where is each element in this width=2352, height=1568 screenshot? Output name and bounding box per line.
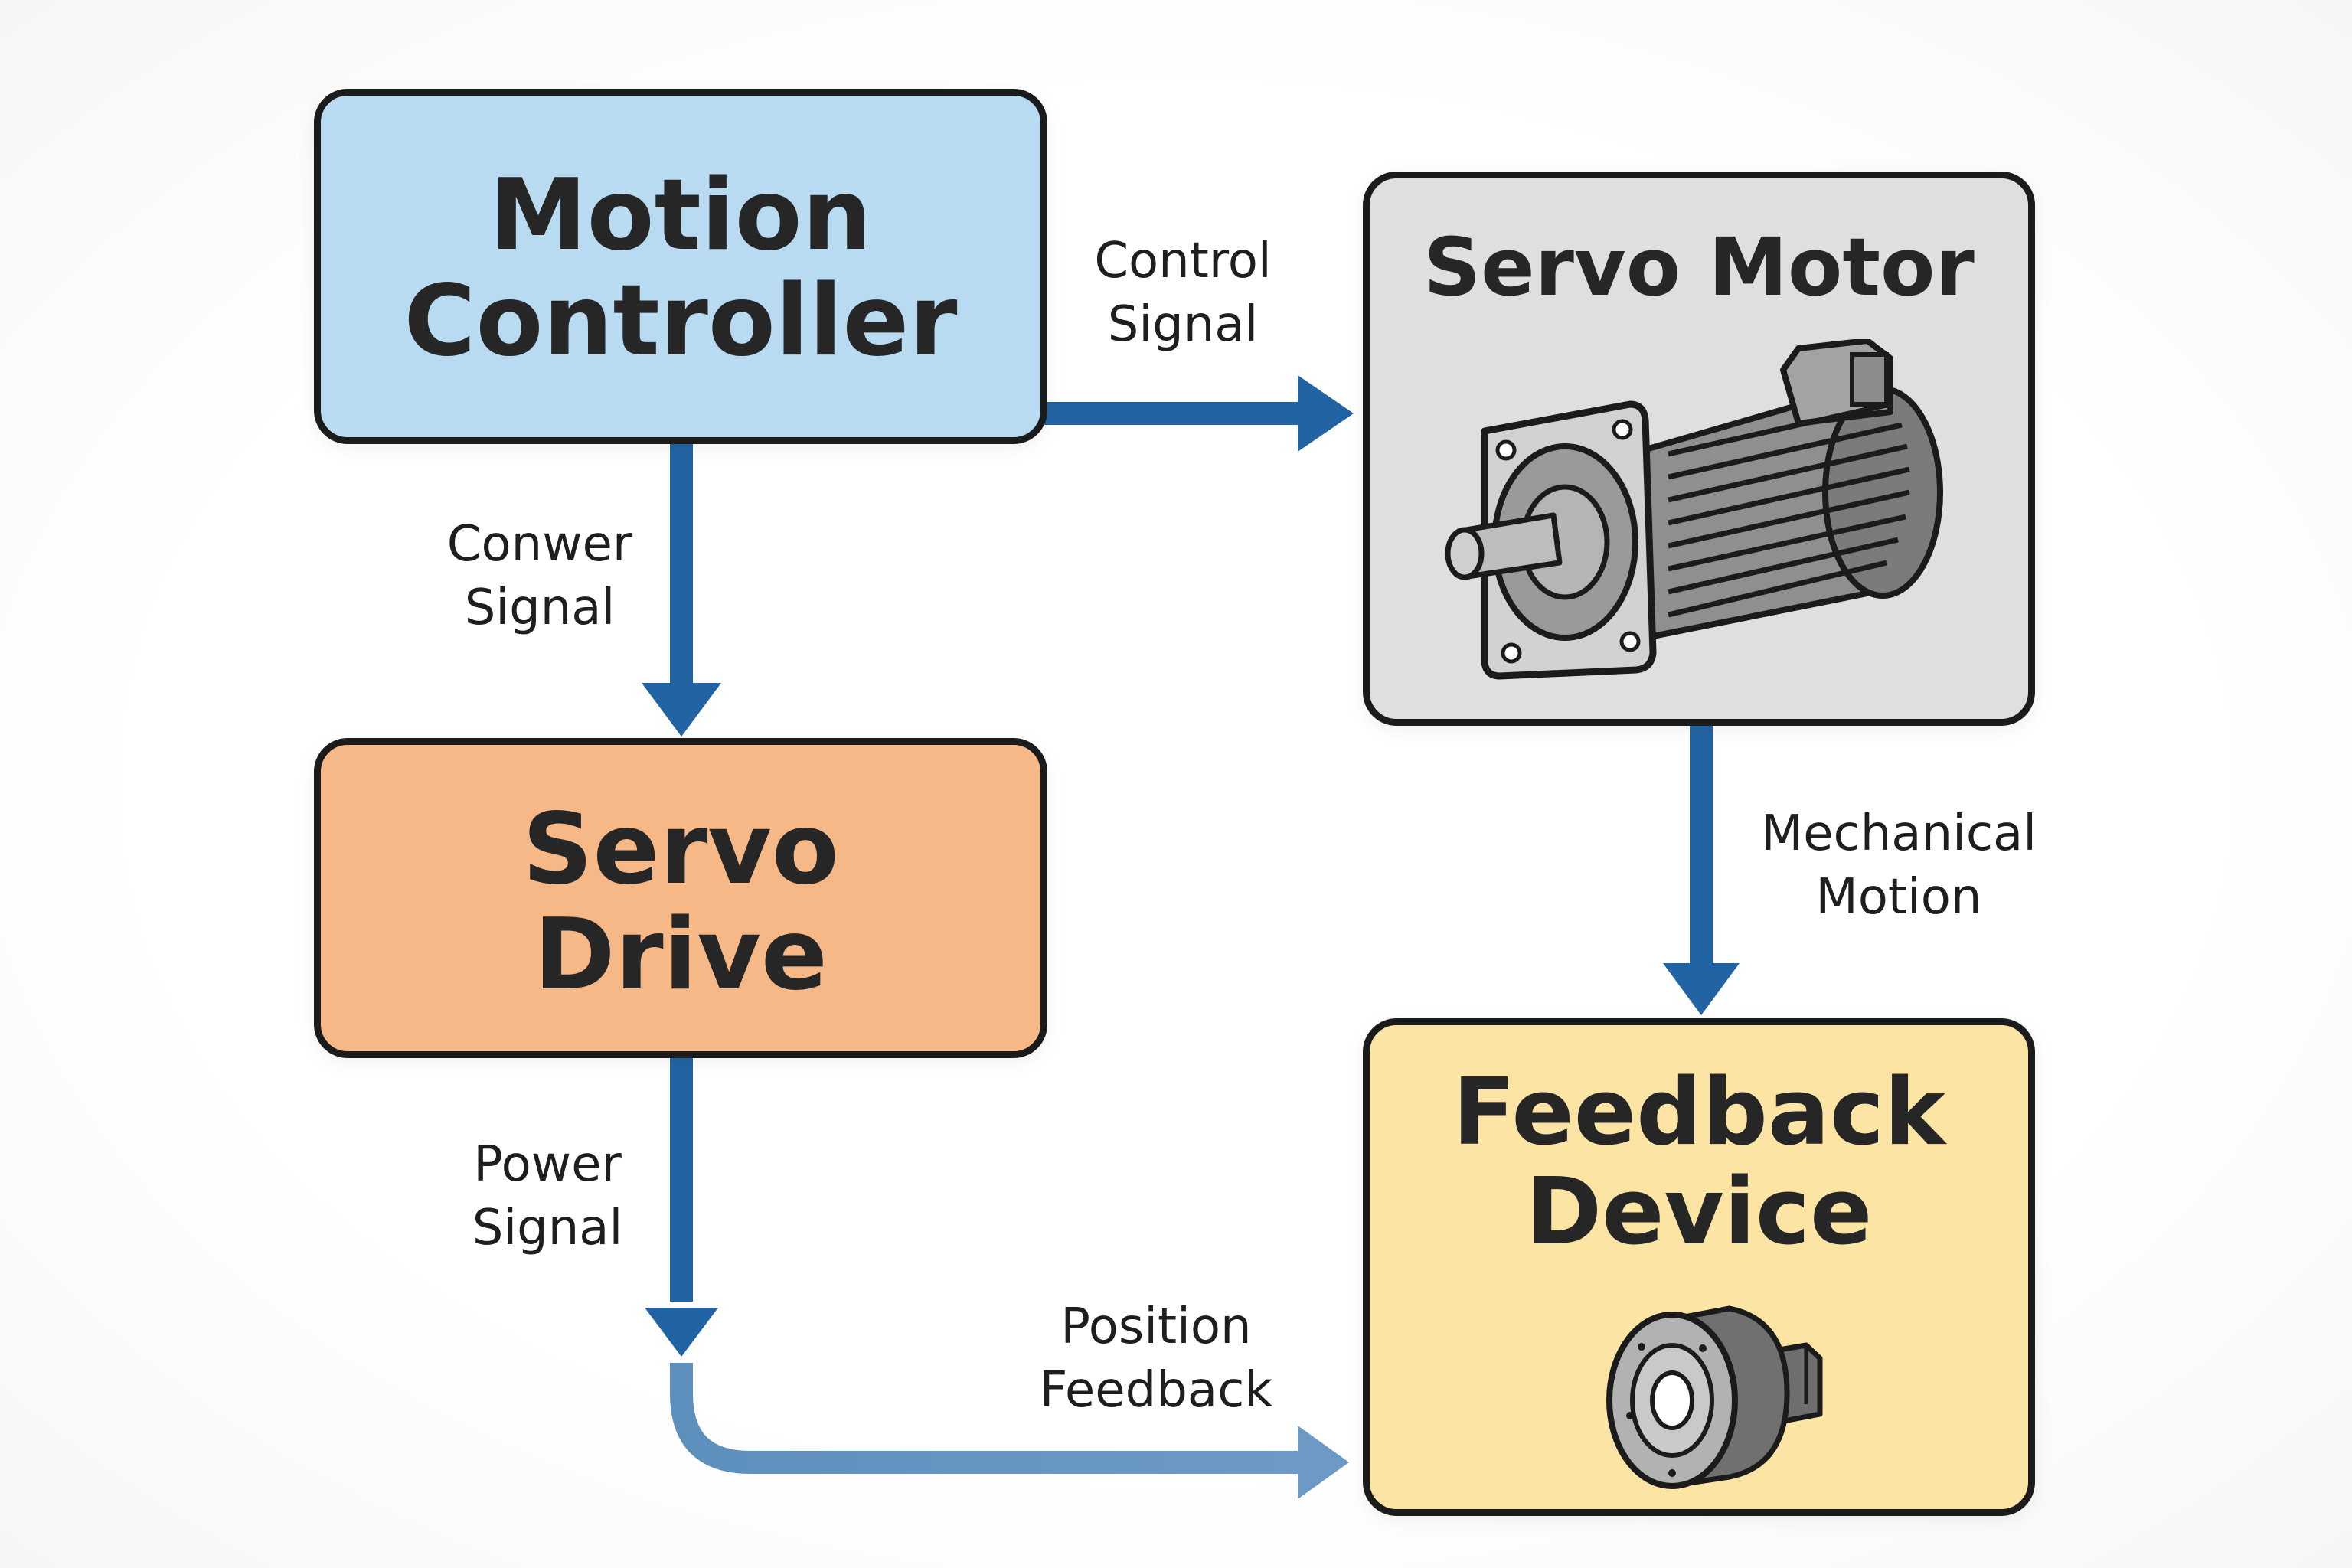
feedback-device-box: Feedback Device — [1363, 1018, 2035, 1516]
mechanical-motion-label: Mechanical Motion — [1760, 805, 2037, 926]
position-feedback-label: Position Feedback — [1039, 1298, 1273, 1419]
encoder-icon — [1606, 1305, 1823, 1489]
motion-controller-title: Motion Controller — [403, 158, 958, 379]
arrow-position-feedback — [670, 1363, 1349, 1499]
power-signal-label: Power Signal — [472, 1136, 623, 1257]
servo-drive-box: Servo Drive — [314, 738, 1047, 1058]
conwer-signal-label: Conwer Signal — [446, 516, 633, 637]
control-signal-label: Control Signal — [1094, 233, 1272, 354]
motion-controller-box: Motion Controller — [314, 89, 1047, 444]
arrow-conwer-signal — [642, 443, 721, 737]
servo-motor-icon — [1445, 339, 1943, 680]
arrow-power-signal — [645, 1057, 718, 1357]
feedback-device-title: Feedback Device — [1452, 1060, 1945, 1266]
servo-drive-title: Servo Drive — [522, 792, 839, 1013]
arrow-control-signal — [1041, 375, 1354, 452]
servo-motor-box: Servo Motor — [1363, 172, 2035, 726]
arrow-mechanical-motion — [1663, 724, 1740, 1015]
servo-motor-title: Servo Motor — [1423, 220, 1975, 314]
